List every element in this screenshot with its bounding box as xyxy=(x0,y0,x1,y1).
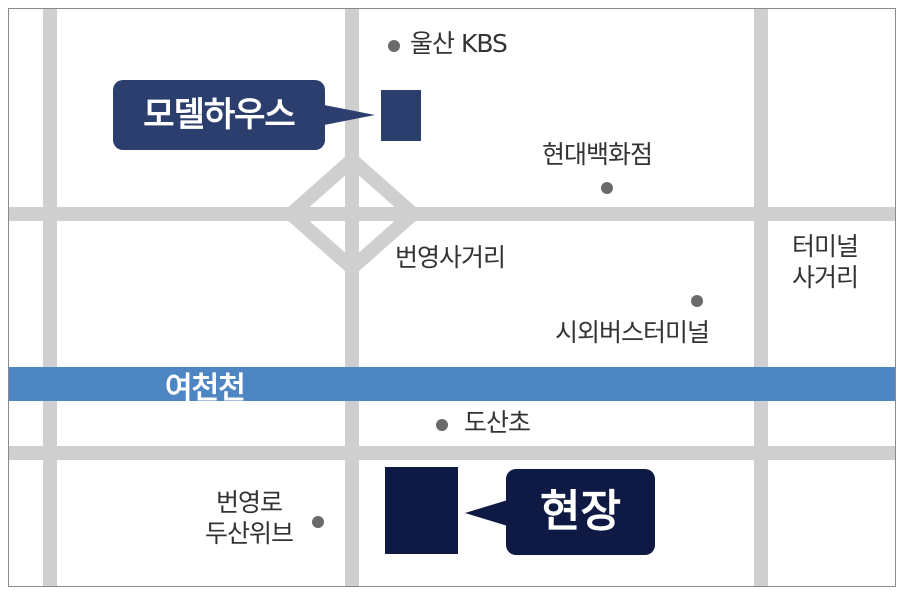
bus-terminal-label: 시외버스터미널 xyxy=(555,318,710,347)
road-horizontal-lower xyxy=(9,446,895,460)
model-house-label: 모델하우스 xyxy=(143,95,295,135)
bus-terminal-dot xyxy=(691,295,703,307)
dosan-school-label: 도산초 xyxy=(464,408,531,437)
beonyeong-intersection-label: 번영사거리 xyxy=(395,243,506,272)
map-frame: 모델하우스 현장 여천천 울산 KBS 현대백화점 번영사거리 터미널 사거리 … xyxy=(8,8,896,587)
site-label: 현장 xyxy=(540,486,621,537)
river-label: 여천천 xyxy=(165,371,246,406)
site-callout-pointer xyxy=(465,499,511,527)
beonyeongro-line1: 번영로 xyxy=(215,488,283,517)
ulsan-kbs-dot xyxy=(388,40,400,52)
beonyeongro-label: 번영로 두산위브 xyxy=(193,487,305,550)
river-yeocheoncheon xyxy=(9,367,895,401)
site-block xyxy=(385,467,458,554)
roundabout-diamond xyxy=(280,150,424,278)
site-callout: 현장 xyxy=(506,469,655,555)
model-house-callout-pointer xyxy=(319,104,375,126)
beonyeongro-line2: 두산위브 xyxy=(204,519,294,549)
road-vertical-left xyxy=(43,9,57,586)
road-vertical-right xyxy=(754,9,768,586)
terminal-intersection-label: 터미널 사거리 xyxy=(779,231,871,294)
road-horizontal-upper xyxy=(9,207,895,221)
terminal-intersection-line1: 터미널 xyxy=(791,232,859,261)
beonyeongro-dot xyxy=(312,516,324,528)
road-vertical-center xyxy=(345,9,359,586)
terminal-intersection-line2: 사거리 xyxy=(791,263,859,293)
dosan-school-dot xyxy=(436,419,448,431)
hyundai-dept-dot xyxy=(601,182,613,194)
hyundai-dept-label: 현대백화점 xyxy=(542,140,653,169)
model-house-block xyxy=(381,90,421,141)
model-house-callout: 모델하우스 xyxy=(113,80,325,150)
ulsan-kbs-label: 울산 KBS xyxy=(410,29,508,58)
